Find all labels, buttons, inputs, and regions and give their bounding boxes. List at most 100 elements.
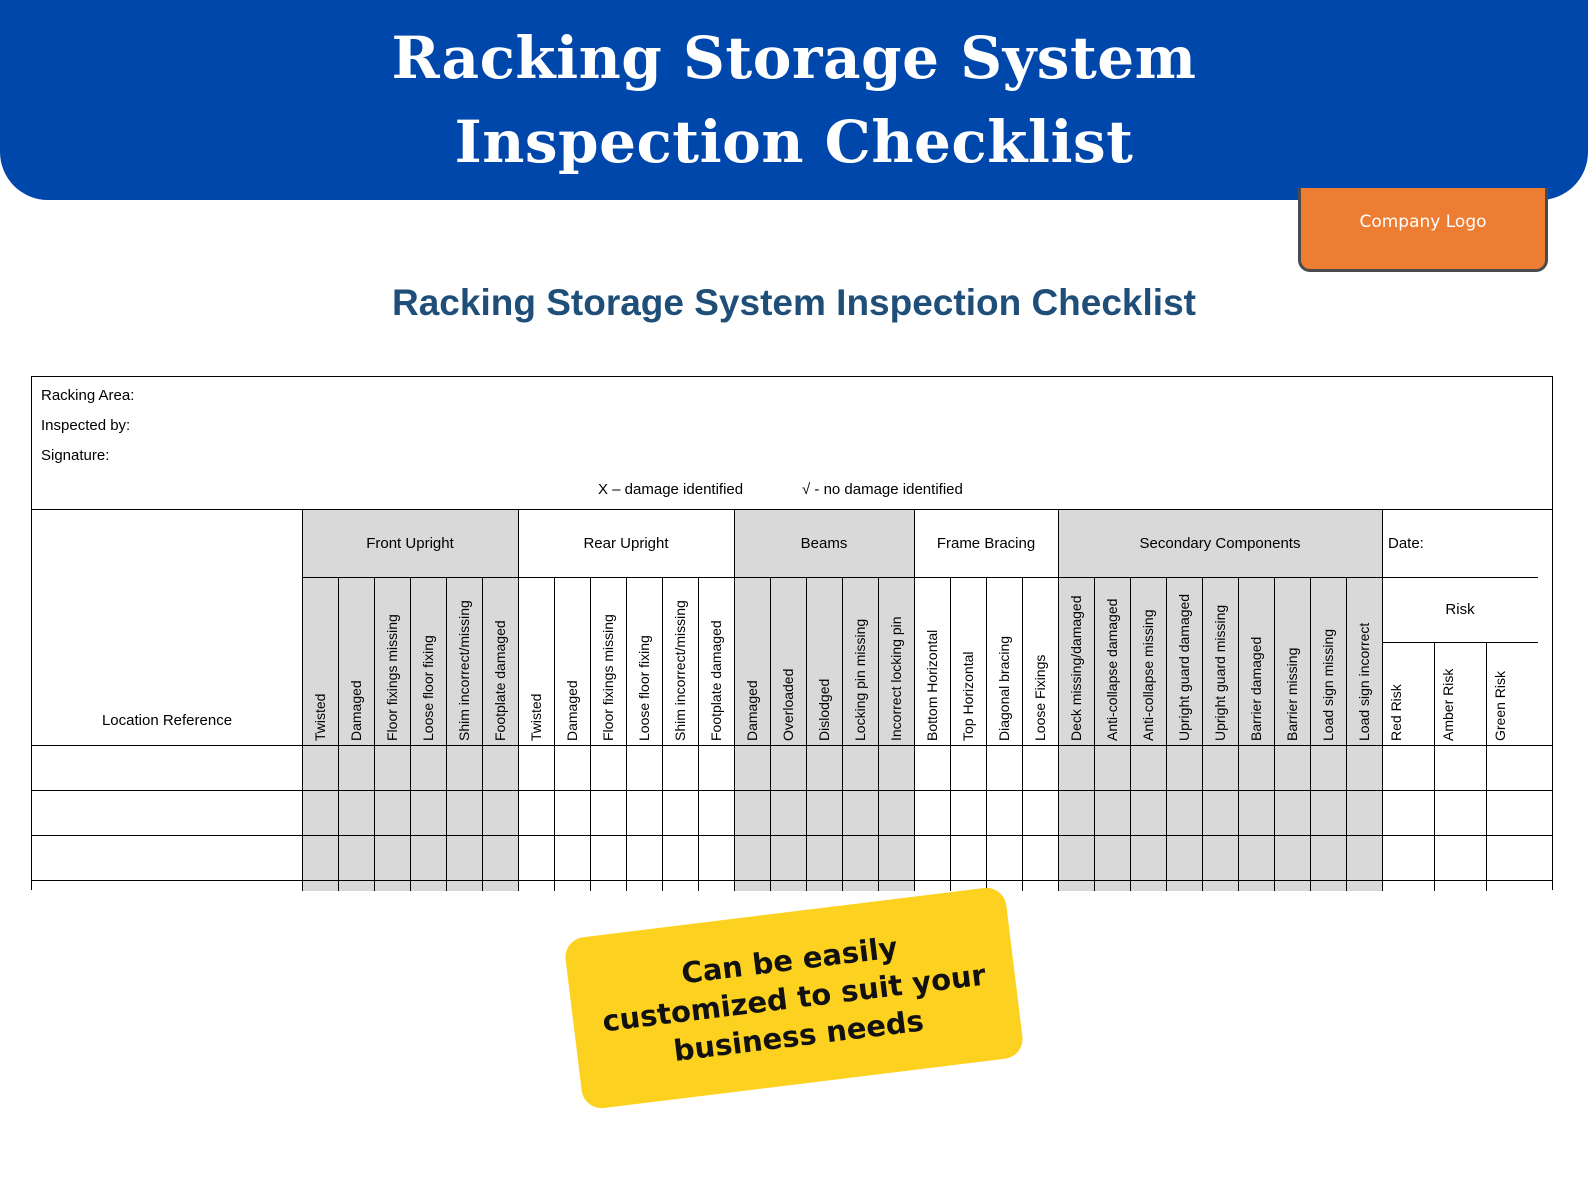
column-shade (482, 577, 518, 891)
column-header: Twisted (528, 693, 544, 741)
column-shade (446, 577, 482, 891)
column-header: Footplate damaged (708, 620, 724, 741)
column-shade (410, 577, 446, 891)
column-divider (1238, 577, 1239, 891)
row-line (32, 790, 1552, 791)
banner-title-line-2: Inspection Checklist (454, 108, 1134, 176)
column-header: Footplate damaged (492, 620, 508, 741)
column-divider (878, 577, 879, 891)
column-divider (1310, 577, 1311, 891)
column-header: Upright guard missing (1212, 604, 1228, 741)
column-header: Locking pin missing (852, 618, 868, 741)
column-divider (590, 577, 591, 891)
row-line (32, 880, 1552, 881)
location-reference-label: Location Reference (101, 712, 233, 729)
risk-column-header: Red Risk (1388, 684, 1404, 741)
group-divider (1382, 510, 1383, 891)
column-header: Twisted (312, 693, 328, 741)
sheet-header: Racking Area: Inspected by: Signature: X… (32, 377, 1552, 510)
column-header: Damaged (564, 680, 580, 741)
column-header: Deck missing/damaged (1068, 595, 1084, 741)
column-header: Anti-collapse missing (1140, 609, 1156, 742)
column-header: Loose Fixings (1032, 654, 1048, 741)
document-title: Racking Storage System Inspection Checkl… (392, 282, 1196, 323)
checklist-sheet: Racking Area: Inspected by: Signature: X… (31, 376, 1553, 891)
group-header-3: Frame Bracing (936, 535, 1036, 552)
column-header: Damaged (348, 680, 364, 741)
column-divider (1346, 577, 1347, 891)
risk-subheader-line (1382, 642, 1538, 643)
row-line (32, 745, 1552, 746)
column-header: Dislodged (816, 678, 832, 741)
column-shade (1274, 577, 1310, 891)
column-header: Shim incorrect/missing (456, 600, 472, 741)
column-shade (374, 577, 410, 891)
column-shade (1094, 577, 1130, 891)
column-header: Floor fixings missing (384, 614, 400, 741)
column-shade (338, 577, 374, 891)
risk-label: Risk (1445, 601, 1475, 618)
column-shade (770, 577, 806, 891)
risk-divider (1434, 642, 1435, 891)
column-shade (1166, 577, 1202, 891)
group-header-1: Rear Upright (583, 535, 669, 552)
field-inspected-by: Inspected by: (41, 417, 131, 434)
customize-callout: Can be easily customized to suit your bu… (563, 885, 1025, 1111)
column-divider (950, 577, 951, 891)
table-row (32, 746, 302, 790)
column-shade (878, 577, 914, 891)
risk-column-header: Amber Risk (1440, 668, 1456, 741)
column-shade (842, 577, 878, 891)
column-header: Bottom Horizontal (924, 629, 940, 741)
column-header: Incorrect locking pin (888, 616, 904, 741)
column-header: Barrier missing (1284, 647, 1300, 741)
risk-column-header: Green Risk (1492, 670, 1508, 741)
column-divider (806, 577, 807, 891)
table-row (32, 791, 302, 835)
column-header: Damaged (744, 680, 760, 741)
column-divider (1166, 577, 1167, 891)
legend-damage: X – damage identified (598, 481, 744, 498)
column-header: Floor fixings missing (600, 614, 616, 741)
column-divider (338, 577, 339, 891)
legend-no-damage: √ - no damage identified (802, 481, 963, 498)
column-divider (842, 577, 843, 891)
company-logo-label: Company Logo (1359, 211, 1487, 232)
date-label: Date: (1388, 535, 1424, 552)
column-divider (482, 577, 483, 891)
column-header: Load sign incorrect (1356, 622, 1372, 741)
column-shade (1130, 577, 1166, 891)
group-header-0: Front Upright (366, 535, 454, 552)
column-shade (734, 577, 770, 891)
column-shade (1202, 577, 1238, 891)
column-divider (1130, 577, 1131, 891)
field-signature: Signature: (41, 447, 110, 464)
column-divider (1094, 577, 1095, 891)
column-shade (1310, 577, 1346, 891)
group-divider (1058, 510, 1059, 891)
column-header: Barrier damaged (1248, 636, 1264, 741)
table-row (32, 836, 302, 880)
column-divider (662, 577, 663, 891)
column-divider (1022, 577, 1023, 891)
column-header: Loose floor fixing (420, 635, 436, 741)
header-banner: Racking Storage System Inspection Checkl… (0, 0, 1588, 200)
group-shade (1058, 510, 1382, 577)
column-header: Upright guard damaged (1176, 593, 1192, 741)
group-header-4: Secondary Components (1139, 535, 1301, 552)
group-divider (914, 510, 915, 891)
column-divider (698, 577, 699, 891)
subheader-line (302, 577, 1538, 578)
customize-callout-text: Can be easily customized to suit your bu… (600, 930, 988, 1068)
column-divider (1274, 577, 1275, 891)
column-shade (1346, 577, 1382, 891)
group-divider (302, 510, 303, 891)
column-shade (806, 577, 842, 891)
risk-divider (1486, 642, 1487, 891)
company-logo-placeholder: Company Logo (1298, 188, 1548, 272)
group-divider (734, 510, 735, 891)
column-header: Load sign missing (1320, 628, 1336, 741)
group-shade (302, 510, 518, 577)
group-divider (518, 510, 519, 891)
column-divider (986, 577, 987, 891)
